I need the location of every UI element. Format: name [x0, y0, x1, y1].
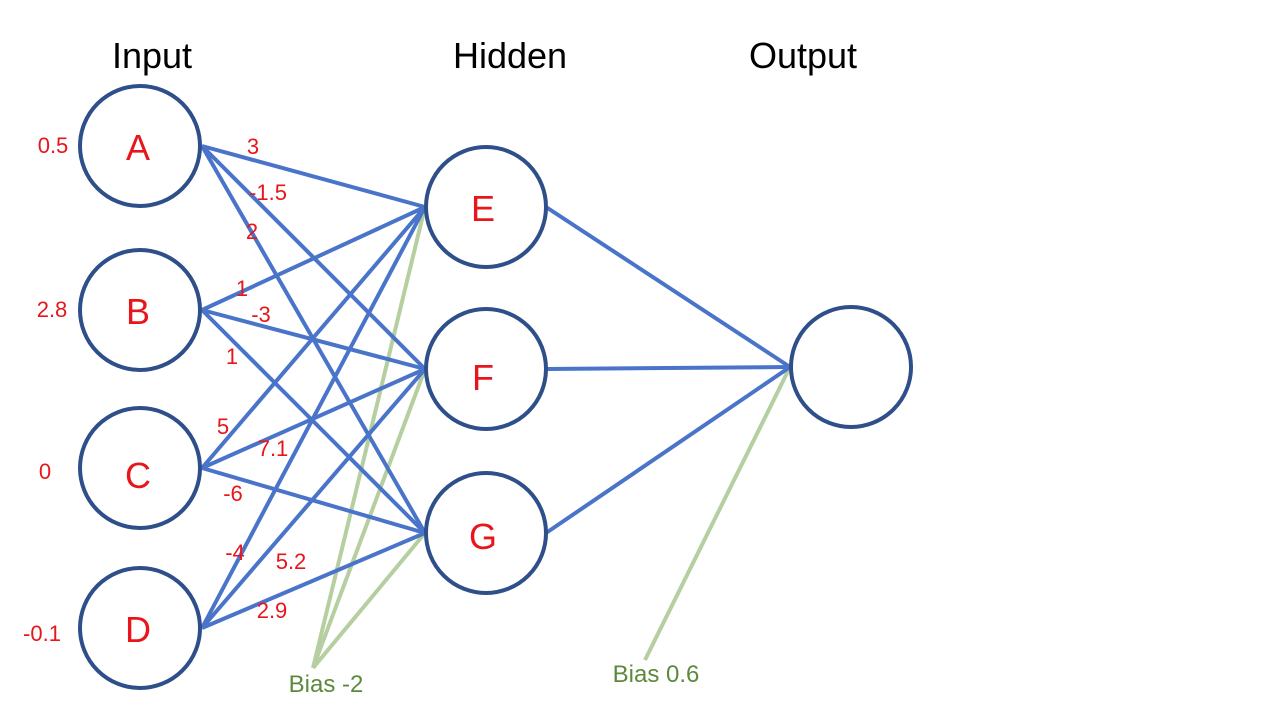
node-label-g: G	[469, 516, 497, 557]
weight-d-f: 5.2	[276, 549, 307, 574]
bias-edges	[311, 206, 792, 670]
node-output	[789, 305, 913, 429]
edge-d-e	[200, 206, 427, 629]
hidden-output-edges	[544, 205, 792, 535]
node-b	[78, 248, 202, 372]
weight-a-e: 3	[247, 134, 259, 159]
layer-title-output: Output	[749, 35, 857, 76]
weight-c-e: 5	[217, 414, 229, 439]
node-d	[78, 566, 202, 690]
bias-edge-g	[311, 531, 427, 670]
input-values: 0.5 2.8 0 -0.1	[23, 133, 68, 646]
node-labels: A B C D E F G	[125, 127, 497, 650]
weight-d-g: 2.9	[257, 598, 288, 623]
nodes	[78, 84, 913, 690]
input-value-d: -0.1	[23, 621, 61, 646]
edge-d-g	[201, 531, 426, 630]
weight-a-f: -1.5	[249, 180, 287, 205]
edge-g-output	[544, 365, 792, 535]
edge-a-e	[201, 144, 426, 209]
bias-label-output: Bias 0.6	[613, 661, 700, 688]
node-label-b: B	[126, 291, 150, 332]
node-g	[424, 471, 548, 595]
weight-a-g: 2	[246, 219, 258, 244]
input-hidden-edges	[200, 144, 427, 630]
input-value-c: 0	[39, 459, 51, 484]
node-a	[78, 84, 202, 208]
edge-d-f	[200, 367, 427, 630]
weight-c-g: -6	[223, 481, 243, 506]
weight-b-g: 1	[226, 344, 238, 369]
node-label-d: D	[125, 609, 151, 650]
node-label-c: C	[125, 455, 151, 496]
node-label-e: E	[471, 188, 495, 229]
edge-f-output	[545, 365, 791, 371]
weight-b-e: 1	[236, 276, 248, 301]
layer-title-hidden: Hidden	[453, 35, 567, 76]
weight-d-e: -4	[225, 540, 245, 565]
node-c	[78, 406, 202, 530]
node-label-a: A	[126, 127, 150, 168]
weight-b-f: -3	[251, 302, 271, 327]
node-e	[424, 145, 548, 269]
layer-title-input: Input	[112, 35, 192, 76]
bias-label-hidden: Bias -2	[289, 671, 364, 698]
node-f	[424, 307, 548, 431]
input-value-a: 0.5	[38, 133, 69, 158]
input-value-b: 2.8	[37, 297, 68, 322]
node-label-f: F	[472, 357, 494, 398]
weight-c-f: 7.1	[258, 436, 289, 461]
edge-c-e	[200, 205, 427, 470]
edge-e-output	[544, 205, 792, 369]
edge-b-e	[201, 205, 426, 312]
bias-edge-output	[643, 366, 792, 661]
weight-labels: 3 -1.5 2 1 -3 1 5 7.1 -6 -4 5.2 2.9	[217, 134, 306, 623]
